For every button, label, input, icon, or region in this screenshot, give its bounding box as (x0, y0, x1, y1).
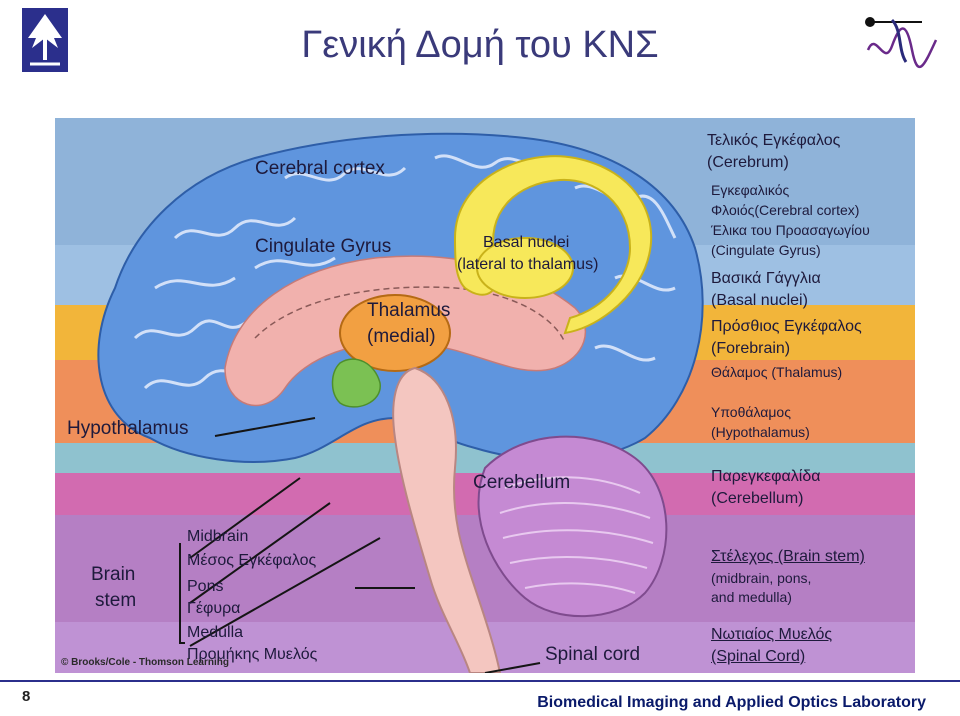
hypothalamus-shape (331, 358, 381, 408)
right-basal-2: (Basal nuclei) (711, 292, 808, 309)
right-hypothalamus-2: (Hypothalamus) (711, 424, 810, 440)
label-thalamus-1: Thalamus (367, 300, 451, 321)
right-thalamus: Θάλαμος (Thalamus) (711, 364, 843, 380)
tree-icon (22, 8, 68, 72)
label-basal-nuclei-2: (lateral to thalamus) (457, 256, 599, 273)
brain-stem-shape (392, 366, 502, 673)
right-spinal-1: Νωτιαίος Μυελός (711, 626, 833, 643)
lab-logo (862, 10, 944, 72)
right-cerebrum-2: (Cerebrum) (707, 154, 789, 171)
right-cerebrum-1: Τελικός Εγκέφαλος (707, 132, 841, 149)
label-hypothalamus: Hypothalamus (67, 418, 189, 439)
label-spinal-cord: Spinal cord (545, 644, 641, 665)
right-brainstem-3: and medulla) (711, 589, 792, 605)
label-midbrain-gr: Μέσος Εγκέφαλος (187, 552, 317, 569)
brain-illustration (55, 118, 915, 673)
leader-lines (179, 417, 541, 673)
right-cortex-2: Φλοιός(Cerebral cortex) (711, 202, 860, 218)
right-forebrain-1: Πρόσθιος Εγκέφαλος (711, 318, 862, 335)
label-medulla-gr: Προμήκης Μυελός (187, 646, 318, 663)
brain-diagram: Cerebral cortex Cingulate Gyrus Basal nu… (55, 118, 915, 673)
university-logo (22, 8, 68, 72)
basal-body-shape (476, 237, 574, 299)
image-credit: © Brooks/Cole - Thomson Learning (61, 657, 229, 668)
label-thalamus-2: (medial) (367, 326, 436, 347)
lab-name: Biomedical Imaging and Applied Optics La… (537, 694, 926, 711)
label-basal-nuclei-1: Basal nuclei (483, 234, 570, 251)
thalamus-shape (339, 294, 451, 372)
label-cingulate-gyrus: Cingulate Gyrus (255, 236, 392, 257)
right-forebrain-2: (Forebrain) (711, 340, 791, 357)
label-brain-stem-1: Brain (91, 564, 136, 585)
page-title: Γενική Δομή του ΚΝΣ (301, 24, 659, 66)
label-pons-gr: Γέφυρα (187, 600, 241, 617)
right-cingulate-2: (Cingulate Gyrus) (711, 242, 821, 258)
right-brainstem-2: (midbrain, pons, (711, 570, 812, 586)
page-number: 8 (22, 688, 31, 705)
signal-wave-icon (865, 17, 938, 68)
label-cerebellum: Cerebellum (473, 472, 571, 493)
label-pons: Pons (187, 578, 224, 595)
gyri-texture (133, 154, 677, 390)
right-basal-1: Βασικά Γάγγλια (711, 270, 821, 287)
cerebellum-folia (499, 476, 654, 594)
label-medulla: Medulla (187, 624, 244, 641)
label-brain-stem-2: stem (95, 590, 137, 611)
right-cingulate-1: Έλικα του Προασαγωγίου (711, 222, 870, 238)
right-cerebellum-2: (Cerebellum) (711, 490, 804, 507)
label-midbrain: Midbrain (187, 528, 249, 545)
right-cortex-1: Εγκεφαλικός (711, 182, 790, 198)
corpus-callosum-outline (254, 286, 566, 344)
right-spinal-2: (Spinal Cord) (711, 648, 806, 665)
right-cerebellum-1: Παρεγκεφαλίδα (711, 468, 821, 485)
label-cerebral-cortex: Cerebral cortex (255, 158, 385, 179)
footer-divider (0, 680, 960, 682)
right-brainstem-1: Στέλεχος (Brain stem) (711, 548, 865, 565)
right-hypothalamus-1: Υποθάλαμος (711, 404, 791, 420)
